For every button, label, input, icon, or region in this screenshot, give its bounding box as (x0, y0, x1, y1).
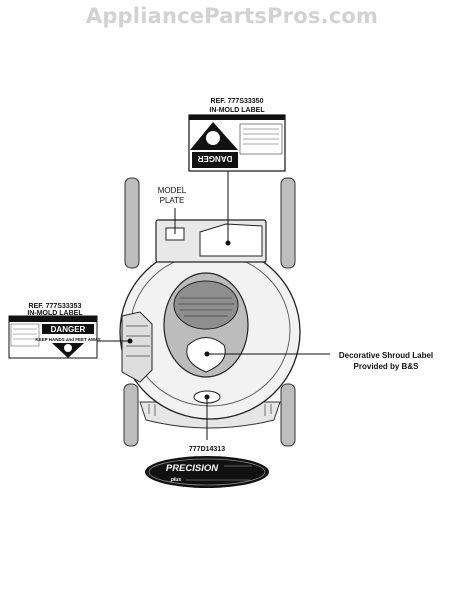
leader-bottom-dot (204, 394, 210, 400)
left-label-type: IN-MOLD LABEL (27, 310, 83, 317)
left-danger-sub: KEEP HANDS and FEET AWAY (35, 337, 100, 342)
watermark: AppliancePartsPros.com (85, 4, 379, 28)
engine-top (173, 280, 239, 330)
leader-left-dot (127, 338, 133, 344)
rear-right-wheel (280, 177, 296, 269)
top-danger-word: DANGER (197, 154, 232, 163)
bottom-label-ref: 777D14313 (189, 446, 225, 453)
left-in-mold-label: DANGER KEEP HANDS and FEET AWAY (8, 315, 101, 359)
side-chute (121, 311, 153, 383)
rear-label-area (199, 223, 263, 257)
brand-name: PRECISION (166, 463, 219, 474)
left-danger-word: DANGER (51, 325, 86, 334)
front-left-wheel (123, 383, 139, 447)
leader-top-dot (225, 240, 231, 246)
top-label-ref: REF. 777S33350 (211, 98, 264, 105)
shroud-label-2: Provided by B&S (354, 362, 420, 371)
front-bumper-ticks (148, 404, 272, 416)
left-label-ref: REF. 777S33353 (29, 303, 82, 310)
engine-fins (178, 297, 234, 317)
model-plate-label-2: PLATE (160, 196, 185, 205)
top-in-mold-label: DANGER (188, 114, 286, 172)
leader-shroud-dot (204, 351, 210, 357)
rear-left-wheel (124, 177, 140, 269)
shroud-label-1: Decorative Shroud Label (339, 351, 433, 360)
brand-decal: PRECISION plus (145, 456, 269, 488)
top-label-type: IN-MOLD LABEL (209, 107, 265, 114)
brand-sub: plus (170, 477, 181, 483)
model-plate-label-1: MODEL (158, 186, 187, 195)
side-chute-ribs (126, 325, 150, 357)
front-right-wheel (280, 383, 296, 447)
